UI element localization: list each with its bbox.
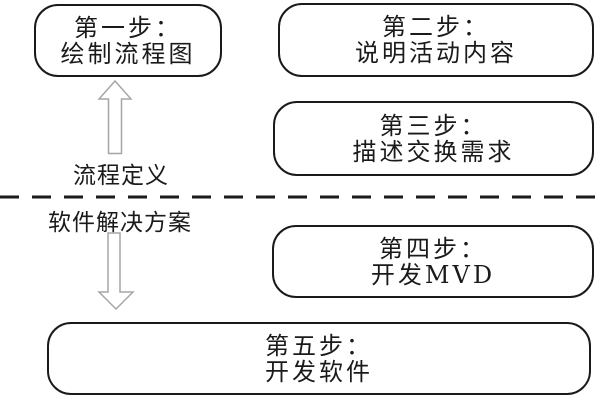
hollow-arrow-up-icon (97, 79, 133, 155)
step-4-title: 第四步： (379, 234, 487, 263)
step-5-title: 第五步： (265, 331, 373, 360)
step-5-box: 第五步： 开发软件 (47, 322, 591, 395)
step-1-title: 第一步： (74, 13, 182, 42)
step-2-box: 第二步： 说明活动内容 (278, 3, 594, 77)
step-4-action: 开发MVD (370, 260, 496, 289)
region-divider-dashed-line (0, 195, 600, 199)
step-3-title: 第三步： (379, 111, 488, 140)
step-2-title: 第二步： (382, 13, 490, 41)
step-1-box: 第一步： 绘制流程图 (34, 4, 222, 77)
step-2-action: 说明活动内容 (355, 39, 517, 67)
upper-region-label: 流程定义 (73, 163, 169, 189)
step-3-box: 第三步： 描述交换需求 (273, 101, 594, 176)
lower-region-label: 软件解决方案 (48, 210, 192, 236)
hollow-arrow-down-icon (97, 232, 135, 311)
step-3-action: 描述交换需求 (352, 137, 515, 166)
step-4-box: 第四步： 开发MVD (272, 225, 594, 298)
step-1-action: 绘制流程图 (60, 39, 196, 68)
step-5-action: 开发软件 (265, 357, 373, 386)
